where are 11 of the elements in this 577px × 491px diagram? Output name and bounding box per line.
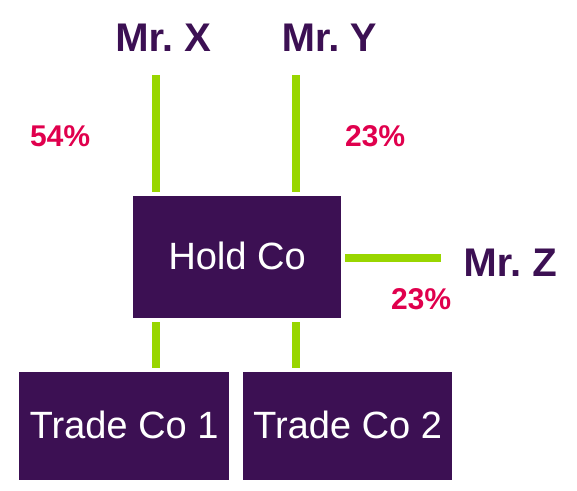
shareholder-name: Mr. Z <box>445 237 575 287</box>
company-box: Trade Co 2 <box>243 372 452 480</box>
connector-line <box>292 322 300 368</box>
company-box: Trade Co 1 <box>19 372 229 480</box>
connector-line <box>292 75 300 192</box>
connector-line <box>152 75 160 192</box>
shareholder-name: Mr. Y <box>266 12 392 71</box>
connector-line <box>345 254 441 262</box>
connector-line <box>152 322 160 368</box>
shareholder-name: Mr. X <box>100 12 226 71</box>
company-box: Hold Co <box>133 196 341 318</box>
